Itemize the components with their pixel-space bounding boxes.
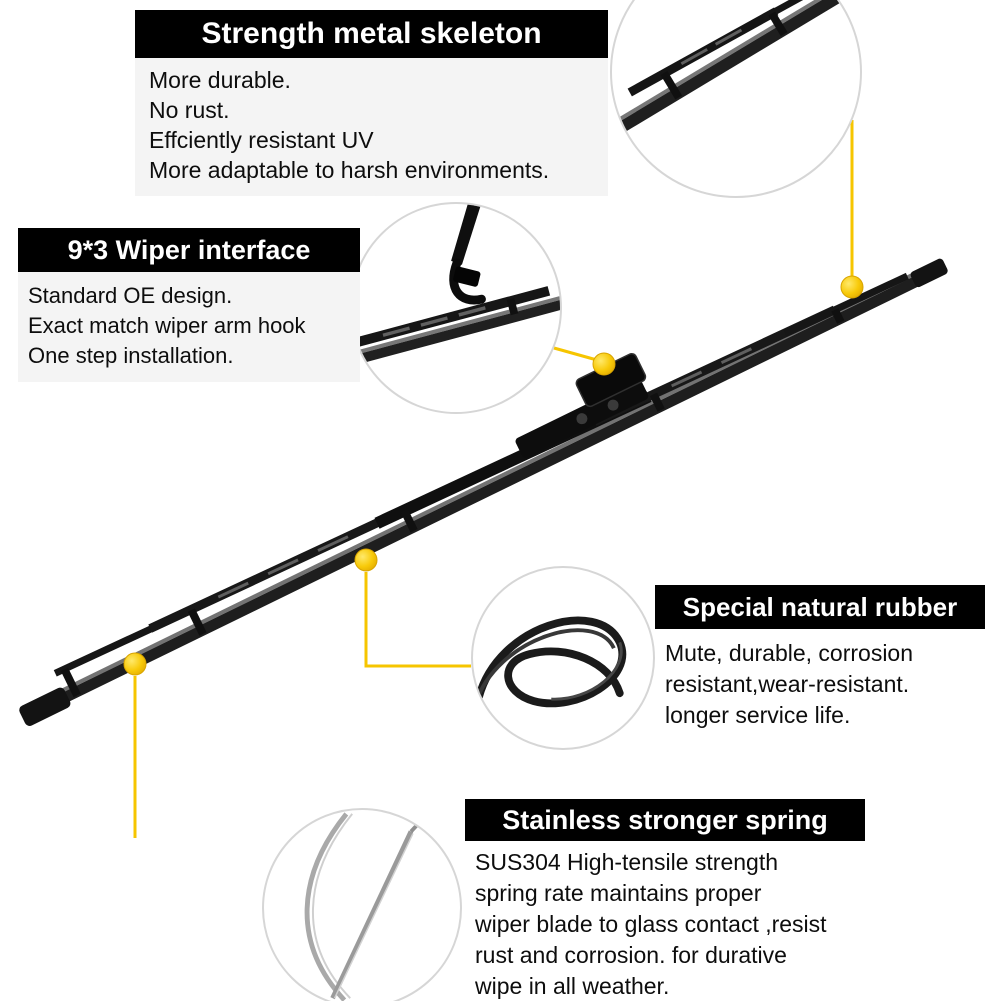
hook-adapter: [453, 266, 481, 287]
vent-slot: [217, 581, 249, 599]
rubber-strip-edge: [473, 628, 616, 706]
vent-slot: [267, 558, 299, 576]
natural-rubber-closeup-photo: [471, 566, 655, 750]
marker-dot-interface: [592, 352, 616, 376]
feature-line: wiper blade to glass contact ,resist: [475, 911, 827, 937]
callout-title-interface: 9*3 Wiper interface: [18, 228, 360, 272]
feature-line: Mute, durable, corrosion: [665, 640, 914, 666]
spring-strip-highlight: [311, 813, 353, 999]
marker-dot-spring: [123, 652, 147, 676]
feature-line: spring rate maintains proper: [475, 880, 762, 906]
tertiary-arm-right: [783, 272, 909, 337]
rubber-rail: [22, 259, 942, 712]
feature-line: More adaptable to harsh environments.: [149, 157, 550, 183]
feature-line: wipe in all weather.: [475, 973, 670, 999]
feature-line: resistant,wear-resistant.: [665, 671, 910, 697]
coiled-rubber-strip: [474, 616, 626, 708]
callout-title-spring: Stainless stronger spring: [465, 799, 865, 841]
callout-wiper-interface: 9*3 Wiper interface Standard OE design. …: [18, 228, 360, 382]
rubber-strip: [612, 0, 860, 149]
vent-slot: [714, 28, 743, 46]
claw: [768, 11, 788, 37]
metal-skeleton-closeup-photo: [610, 0, 862, 198]
end-cap-left: [19, 687, 71, 726]
claw: [649, 392, 665, 412]
feature-line: No rust.: [149, 97, 230, 123]
feature-line: rust and corrosion. for durative: [475, 942, 787, 968]
wiper-interface-closeup-photo: [350, 202, 562, 414]
tertiary-arm: [761, 0, 856, 22]
vent-slot: [720, 347, 753, 365]
end-cap-right: [910, 258, 948, 288]
claw: [506, 298, 519, 316]
callout-body-rubber: Mute, durable, corrosion resistant,wear-…: [655, 629, 985, 731]
vent-slot: [458, 306, 486, 317]
callout-title-skeleton: Strength metal skeleton: [135, 10, 608, 58]
claw: [60, 667, 81, 698]
callout-body-spring: SUS304 High-tensile strength spring rate…: [465, 841, 865, 1001]
bracket-hole: [607, 399, 619, 411]
claw: [187, 608, 207, 636]
arm-hook: [449, 258, 486, 305]
rubber-strip: [25, 264, 945, 721]
marker-dot-rubber: [354, 548, 378, 572]
connector-line-rubber: [364, 572, 471, 668]
claw: [831, 308, 845, 324]
vent-slot: [317, 535, 349, 552]
claw: [660, 71, 683, 100]
vent-slot: [420, 316, 448, 327]
vent-slot: [671, 370, 703, 388]
spring-strip-straight: [330, 830, 414, 1000]
feature-line: One step installation.: [28, 343, 234, 368]
callout-body-interface: Standard OE design. Exact match wiper ar…: [18, 272, 360, 382]
rubber-strip-edge: [551, 641, 623, 701]
bracket-hole: [576, 413, 588, 425]
callout-natural-rubber: Special natural rubber Mute, durable, co…: [655, 585, 985, 731]
callout-stainless-spring: Stainless stronger spring SUS304 High-te…: [465, 799, 865, 1001]
claw: [400, 508, 418, 533]
wiper-arm: [451, 204, 481, 265]
vent-slot: [382, 326, 410, 337]
callout-title-rubber: Special natural rubber: [655, 585, 985, 629]
feature-line: Effciently resistant UV: [149, 127, 374, 153]
spring-strip-highlight: [333, 833, 414, 999]
vent-slot: [680, 48, 708, 66]
spring-strip-curved: [304, 812, 349, 1001]
callout-body-skeleton: More durable. No rust. Effciently resist…: [135, 58, 608, 196]
feature-line: Exact match wiper arm hook: [28, 313, 306, 338]
feature-line: More durable.: [149, 67, 291, 93]
feature-line: SUS304 High-tensile strength: [475, 849, 778, 875]
feature-line: longer service life.: [665, 702, 851, 728]
marker-dot-skeleton: [840, 275, 864, 299]
feature-line: Standard OE design.: [28, 283, 233, 308]
wiper-blade-assembly: [19, 258, 948, 726]
stainless-spring-closeup-photo: [262, 808, 462, 1001]
rubber-strip: [352, 299, 560, 366]
rubber-rail: [612, 0, 860, 140]
callout-strength-metal-skeleton: Strength metal skeleton More durable. No…: [135, 10, 608, 196]
